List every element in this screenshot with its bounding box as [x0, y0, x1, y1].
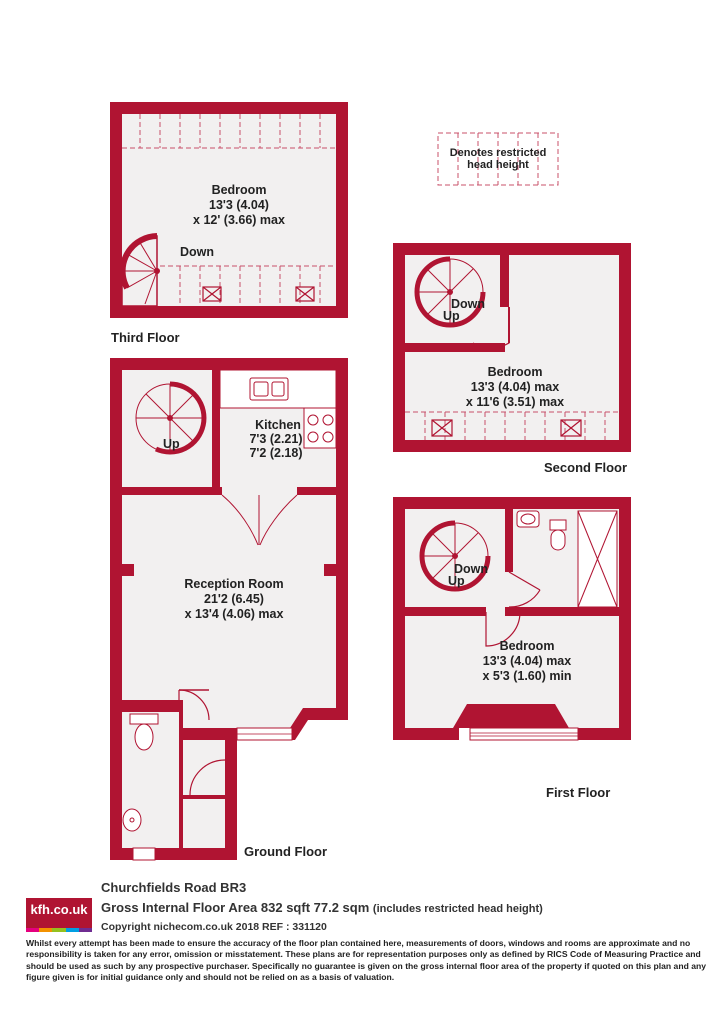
third-floor-restricted-bottom: [160, 265, 336, 306]
third-floor-room-dim1: 13'3 (4.04): [209, 198, 269, 212]
second-floor-restricted: [405, 411, 619, 440]
legend-line1: Denotes restricted: [450, 147, 547, 159]
second-floor-skylights: [431, 419, 582, 437]
gia-note: (includes restricted head height): [372, 903, 543, 915]
third-floor-skylights: [202, 286, 315, 302]
third-floor-plan: Down Bedroom 13'3 (4.04) x 12' (3.66) ma…: [110, 102, 348, 318]
second-floor-spiral-stair: [414, 256, 486, 328]
third-floor-stair-label: Down: [180, 245, 214, 259]
first-floor-room-dim2: x 5'3 (1.60) min: [482, 669, 571, 683]
second-floor-room-dim2: x 11'6 (3.51) max: [466, 395, 564, 409]
ground-floor-stair-up: Up: [163, 437, 180, 451]
second-floor-plan: Down Up Bedroom 13'3 (4.04) max x 11'6 (…: [393, 243, 631, 452]
gross-internal-area: Gross Internal Floor Area 832 sqft 77.2 …: [101, 900, 543, 915]
first-floor-bathroom-fixtures: [516, 510, 618, 608]
property-address: Churchfields Road BR3: [101, 880, 247, 895]
first-floor-room-dim1: 13'3 (4.04) max: [483, 654, 571, 668]
reception-dim1: 21'2 (6.45): [204, 592, 264, 606]
second-floor-label: Second Floor: [544, 460, 627, 475]
reception-name: Reception Room: [184, 577, 283, 591]
first-floor-plan: Down Up Bedroom 13'3 (4.04) max x 5'3 (1…: [393, 497, 631, 741]
third-floor-restricted-top: [122, 114, 336, 149]
copyright: Copyright nichecom.co.uk 2018 REF : 3311…: [101, 921, 327, 933]
gia-value: Gross Internal Floor Area 832 sqft 77.2 …: [101, 900, 370, 915]
disclaimer-text: Whilst every attempt has been made to en…: [26, 938, 707, 982]
logo-text: kfh.co.uk: [30, 902, 88, 917]
wc-fixtures: [122, 713, 159, 832]
kfh-logo: kfh.co.uk: [26, 898, 93, 932]
restricted-height-legend: Denotes restricted head height: [437, 132, 559, 186]
third-floor-room-name: Bedroom: [212, 183, 267, 197]
legend-line2: head height: [467, 159, 529, 171]
first-floor-spiral-stair: [419, 520, 491, 592]
third-floor-spiral-stair: [119, 233, 160, 307]
first-floor-stair-down: Down: [454, 562, 488, 576]
kitchen-name: Kitchen: [255, 418, 301, 432]
first-floor-stair-up: Up: [448, 574, 465, 588]
ground-floor-plan: Up Kitchen 7'3 (2.21) 7'2 (2.18) Recepti…: [110, 358, 348, 861]
reception-dim2: x 13'4 (4.06) max: [185, 607, 284, 621]
floor-plan-drawing: Denotes restricted head height: [110, 102, 631, 861]
first-floor-room-name: Bedroom: [500, 639, 555, 653]
third-floor-room-dim2: x 12' (3.66) max: [193, 213, 285, 227]
ground-floor-label: Ground Floor: [244, 844, 327, 859]
kitchen-fixtures: [219, 369, 337, 449]
second-floor-room-dim1: 13'3 (4.04) max: [471, 380, 559, 394]
second-floor-room-name: Bedroom: [488, 365, 543, 379]
logo-color-bar: [26, 928, 93, 932]
kitchen-dim1: 7'3 (2.21): [249, 432, 302, 446]
first-floor-label: First Floor: [546, 785, 610, 800]
second-floor-stair-down: Down: [451, 297, 485, 311]
third-floor-label: Third Floor: [111, 330, 180, 345]
ground-floor-spiral-stair: [135, 381, 207, 455]
second-floor-stair-up: Up: [443, 309, 460, 323]
kitchen-dim2: 7'2 (2.18): [249, 446, 302, 460]
